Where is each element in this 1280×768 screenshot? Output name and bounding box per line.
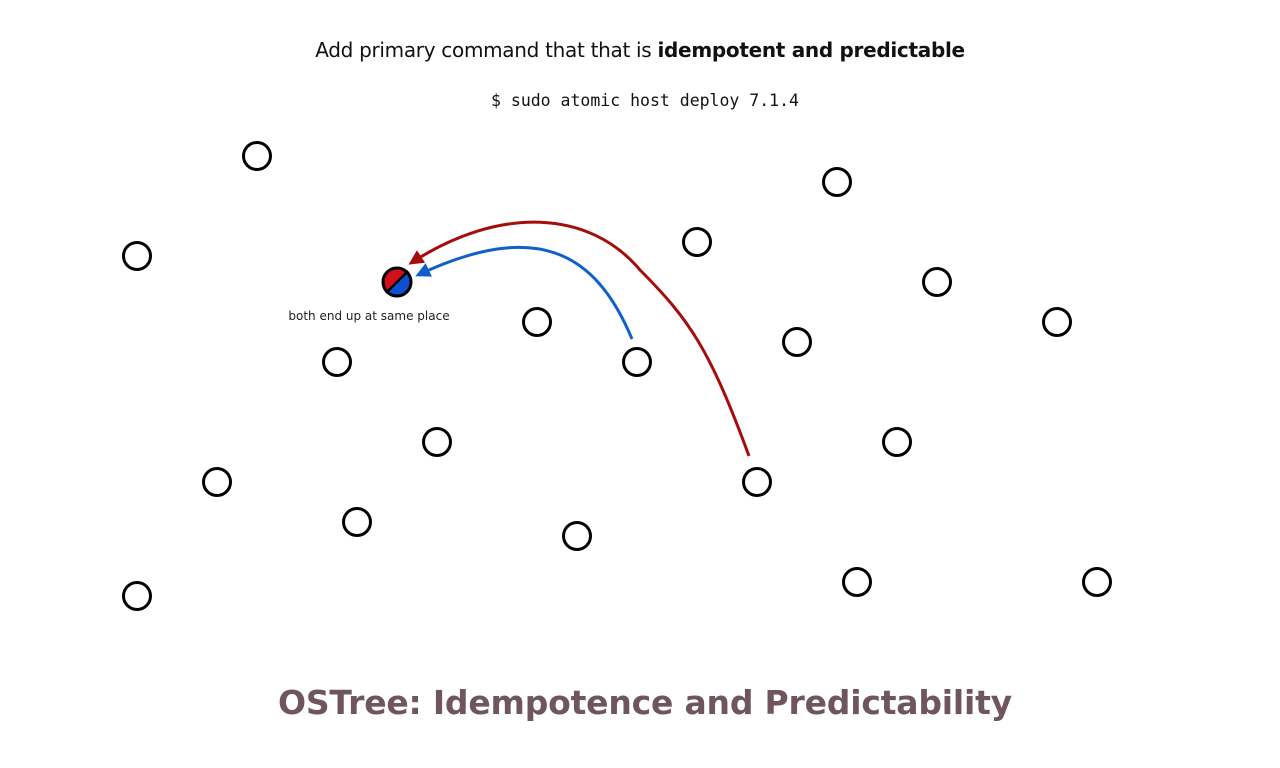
state-node: [842, 567, 872, 597]
state-node: [322, 347, 352, 377]
state-nodes: [122, 141, 1112, 611]
target-caption: both end up at same place: [288, 309, 449, 323]
state-node: [522, 307, 552, 337]
subtitle: Add primary command that that is idempot…: [0, 38, 1280, 62]
state-node: [202, 467, 232, 497]
state-node: [1042, 307, 1072, 337]
red-path-arrow: [408, 220, 751, 457]
command-text: $ sudo atomic host deploy 7.1.4: [491, 91, 799, 110]
target-node: [381, 266, 413, 298]
state-node: [742, 467, 772, 497]
state-node: [562, 521, 592, 551]
state-node: [682, 227, 712, 257]
state-node: [882, 427, 912, 457]
state-node: [822, 167, 852, 197]
state-node: [342, 507, 372, 537]
state-node: [422, 427, 452, 457]
state-node: [922, 267, 952, 297]
subtitle-emphasis: idempotent and predictable: [657, 38, 965, 62]
subtitle-prefix: Add primary command that that is: [315, 38, 658, 62]
state-node: [782, 327, 812, 357]
slide-title: OSTree: Idempotence and Predictability: [278, 683, 1012, 722]
blue-path-arrow: [415, 245, 634, 340]
state-node: [122, 581, 152, 611]
state-node: [1082, 567, 1112, 597]
state-node: [622, 347, 652, 377]
state-node: [122, 241, 152, 271]
state-node: [242, 141, 272, 171]
